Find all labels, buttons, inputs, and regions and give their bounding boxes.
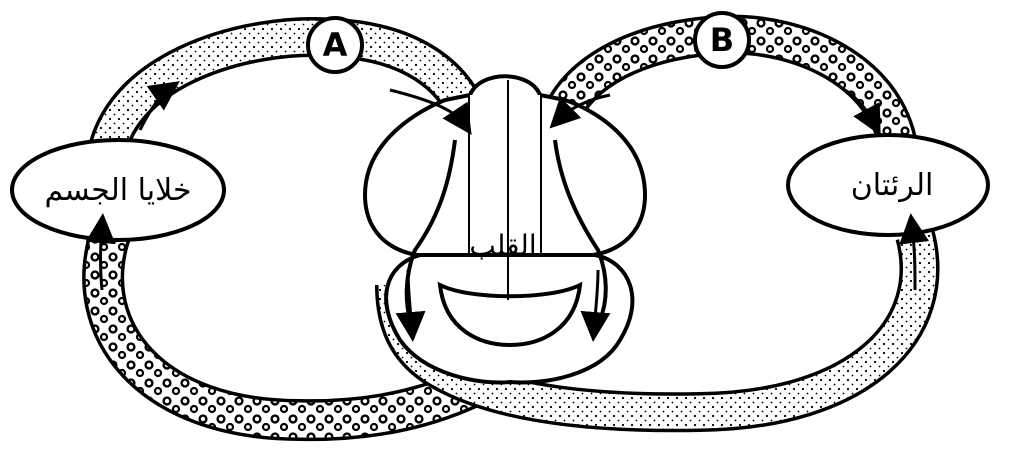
- lungs-label: الرئتان: [851, 168, 934, 203]
- vessel-a-label: A: [323, 26, 348, 64]
- heart-label: القلب: [469, 229, 536, 262]
- vessel-b-label: B: [710, 21, 734, 59]
- body-cells-label: خلايا الجسم: [44, 173, 191, 208]
- arrow-icon: [101, 225, 103, 290]
